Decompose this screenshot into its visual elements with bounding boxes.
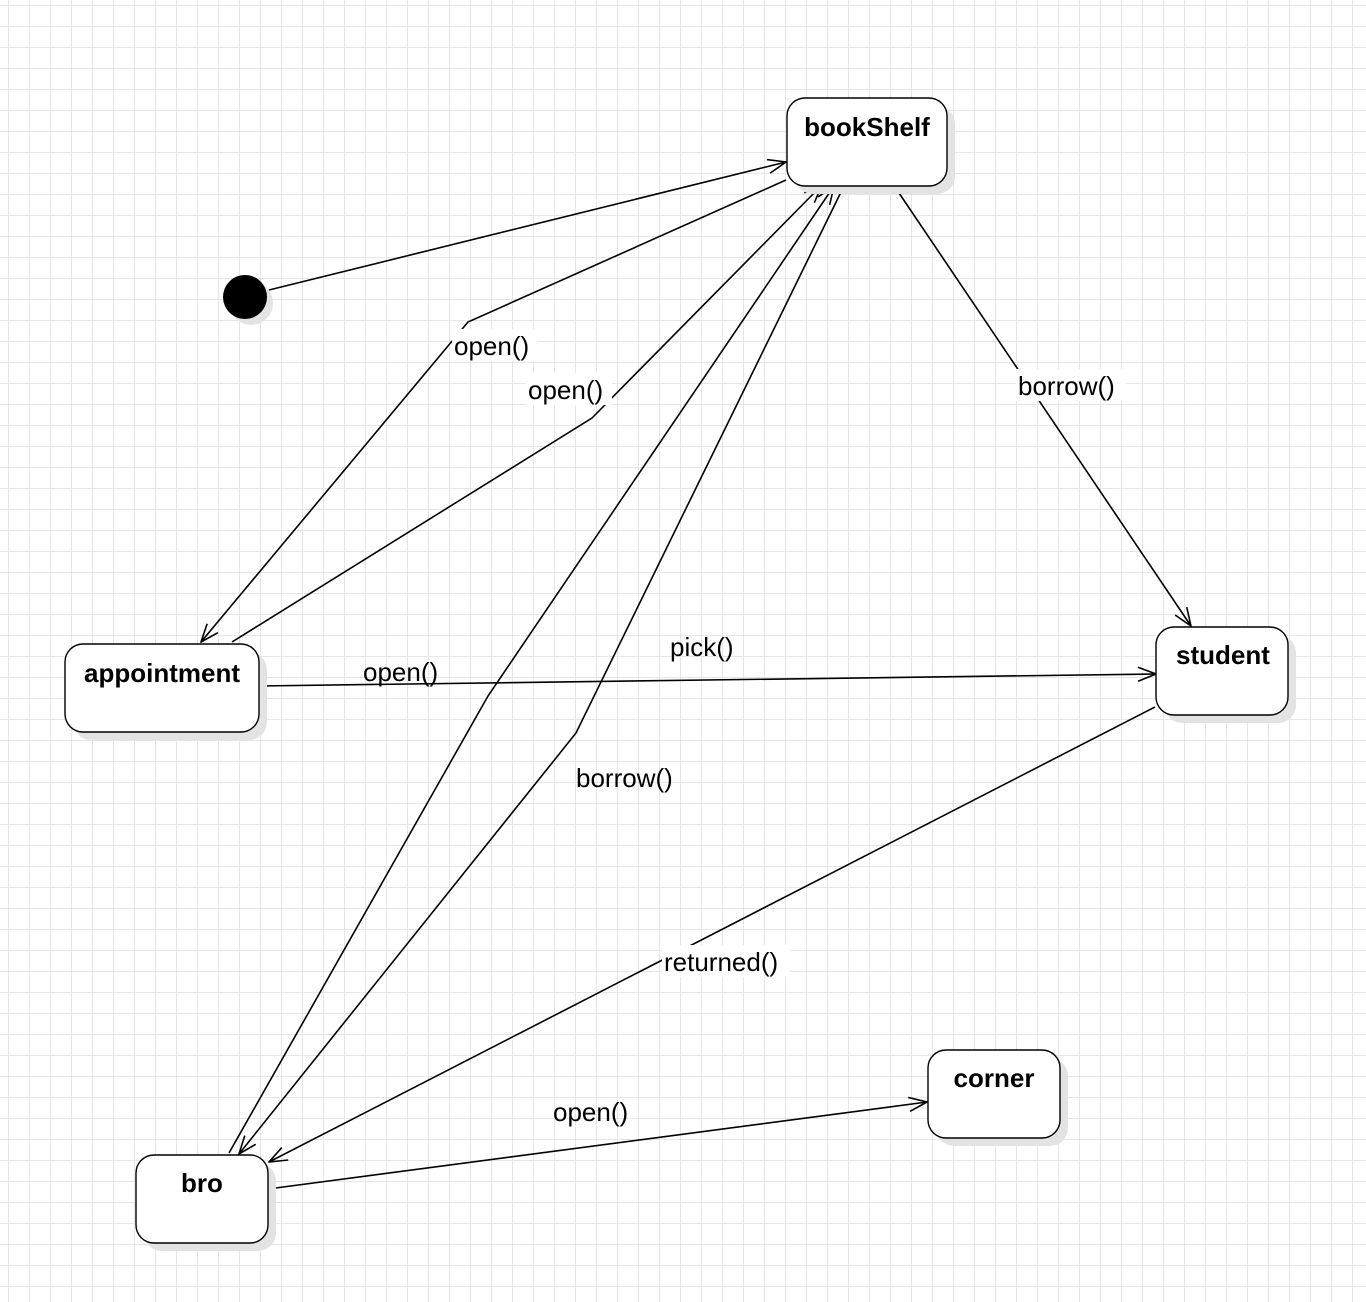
transition-start-bookshelf[interactable]	[268, 162, 786, 291]
label-appointment-bookshelf-open: open()	[528, 375, 603, 405]
transition-bro-corner-open[interactable]	[267, 1102, 927, 1190]
transition-bro-bookshelf[interactable]	[228, 186, 834, 1154]
transition-appointment-student[interactable]	[258, 674, 1156, 687]
label-bro-corner-open: open()	[553, 1097, 628, 1127]
label-appointment-student-open: open()	[363, 657, 438, 687]
transition-labels: open() open() borrow() open() pick() bor…	[363, 329, 1126, 1127]
initial-state[interactable]	[223, 275, 273, 325]
state-student[interactable]: student	[1155, 626, 1296, 723]
state-appointment-label: appointment	[84, 658, 240, 688]
label-appointment-student-pick: pick()	[670, 632, 734, 662]
state-bro[interactable]: bro	[135, 1154, 276, 1251]
state-corner-label: corner	[954, 1063, 1035, 1093]
label-bookshelf-appointment-open: open()	[454, 331, 529, 361]
label-bookshelf-student-borrow: borrow()	[1018, 371, 1115, 401]
state-corner[interactable]: corner	[927, 1049, 1068, 1146]
state-bookshelf-label: bookShelf	[804, 112, 930, 142]
transition-bookshelf-student-borrow[interactable]	[896, 189, 1191, 626]
state-student-label: student	[1176, 640, 1270, 670]
transitions	[201, 162, 1191, 1190]
transition-student-bro-returned[interactable]	[269, 706, 1156, 1162]
transition-bookshelf-appointment-open[interactable]	[201, 179, 787, 642]
transition-bookshelf-bro-borrow[interactable]	[239, 189, 843, 1154]
state-bookshelf[interactable]: bookShelf	[786, 97, 955, 194]
state-bro-label: bro	[181, 1168, 223, 1198]
label-student-bro-returned: returned()	[664, 947, 778, 977]
label-bookshelf-bro-borrow: borrow()	[576, 763, 673, 793]
state-appointment[interactable]: appointment	[64, 643, 267, 740]
transition-appointment-bookshelf-open[interactable]	[231, 185, 822, 643]
